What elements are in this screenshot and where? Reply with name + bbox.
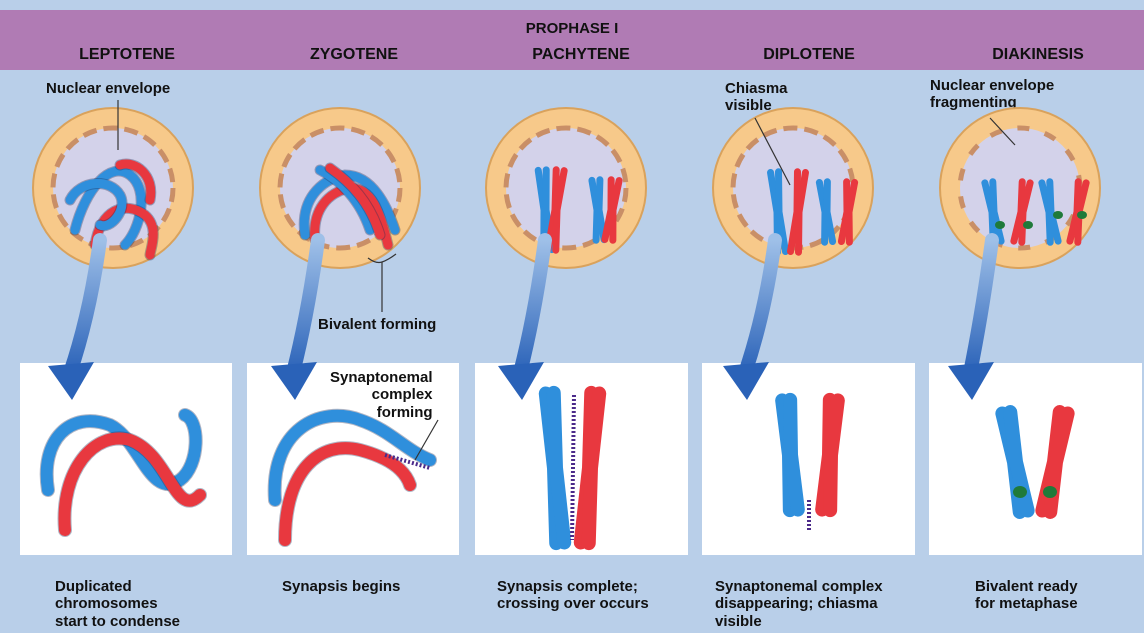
arrow-diakinesis-head [948, 362, 994, 400]
chiasma-dot [1043, 486, 1057, 498]
arrow-pachytene-head [498, 362, 544, 400]
chromatid-pair [546, 393, 564, 543]
chiasma-dot [1077, 211, 1087, 219]
arrow-zygotene-head [271, 362, 317, 400]
chromosome-strand [285, 448, 410, 540]
chromatid-pair [782, 400, 798, 510]
chromatid-pair [822, 400, 838, 510]
chiasma-dot [1013, 486, 1027, 498]
arrow-diakinesis [970, 240, 992, 373]
synaptonemal-complex [572, 395, 574, 540]
chiasma-dot [1053, 211, 1063, 219]
chromosome [592, 180, 604, 240]
chiasma-dot [995, 221, 1005, 229]
chromatid-pair [581, 393, 599, 543]
arrow-leptotene-head [48, 362, 94, 400]
arrow-diplotene-head [723, 362, 769, 400]
chiasma-dot [1023, 221, 1033, 229]
label-synaptonemal-complex-forming: Synaptonemal complex forming [330, 369, 433, 421]
